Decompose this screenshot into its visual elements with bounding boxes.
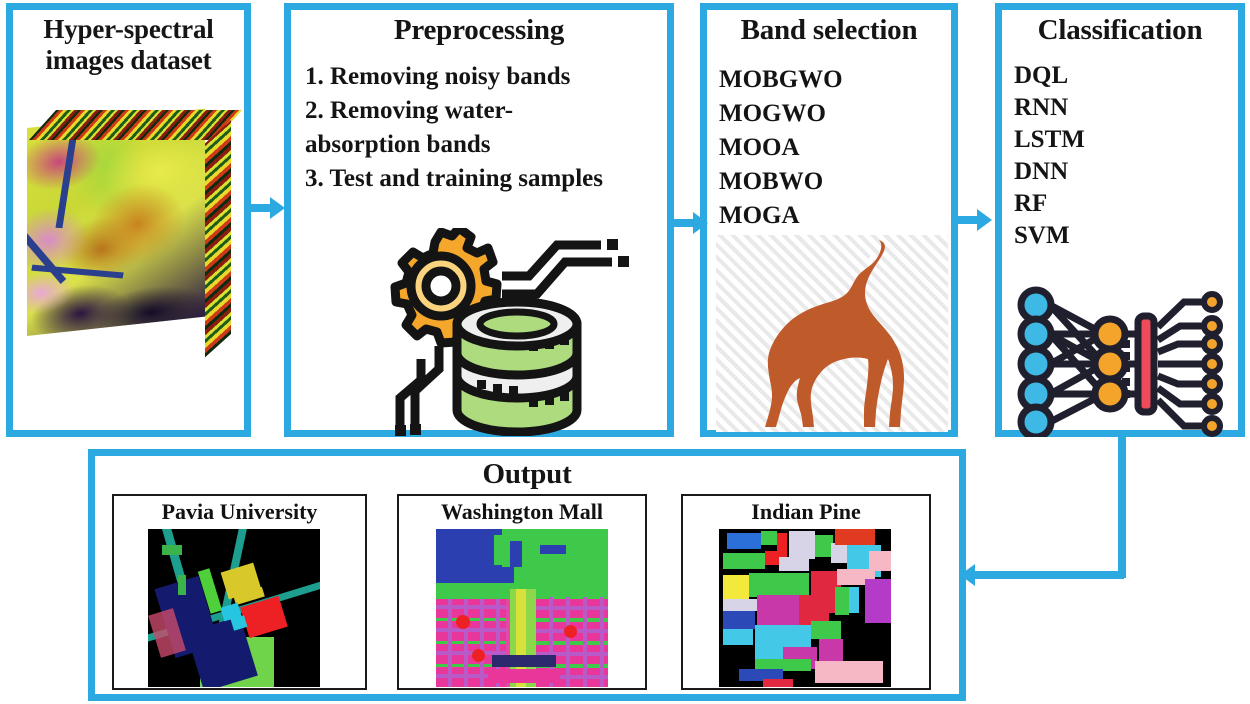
classification-method-5: SVM	[1014, 222, 1070, 249]
washington-mall-classification-map	[436, 529, 608, 687]
classification-method-0: DQL	[1014, 62, 1069, 89]
output-dataset-washington-mall[interactable]: Washington Mall	[397, 494, 647, 690]
panel-preprocessing[interactable]: Preprocessing 1. Removing noisy bands 2.…	[284, 3, 674, 437]
indian-pine-classification-map	[719, 529, 891, 687]
cube-top-spectral-bands	[29, 110, 243, 140]
band-method-3: MOBWO	[719, 168, 824, 195]
panel-dataset-title-line2: images dataset	[45, 45, 212, 75]
classification-method-1: RNN	[1014, 94, 1069, 121]
band-method-4: MOGA	[719, 202, 800, 229]
output-dataset-label-2: Indian Pine	[751, 499, 861, 524]
arrow-band-selection-to-classification	[977, 209, 992, 231]
classification-method-3: DNN	[1014, 158, 1069, 185]
panel-output[interactable]: Output Pavia University	[88, 449, 966, 701]
cube-front-face	[27, 108, 205, 336]
hyperspectral-data-cube	[27, 108, 243, 358]
band-method-1: MOGWO	[719, 100, 826, 127]
panel-band-selection[interactable]: Band selection MOBGWO MOGWO MOOA MOBWO M…	[700, 3, 958, 437]
classification-method-2: LSTM	[1014, 126, 1085, 153]
pavia-university-classification-map	[148, 529, 320, 687]
band-method-0: MOBGWO	[719, 66, 843, 93]
howling-wolf-icon	[765, 240, 904, 427]
preprocessing-step-2: 2. Removing water-	[305, 97, 514, 124]
panel-classification[interactable]: Classification DQL RNN LSTM DNN RF SVM	[995, 3, 1245, 437]
preprocessing-step-2-cont: absorption bands	[305, 131, 491, 158]
output-dataset-pavia-university[interactable]: Pavia University	[112, 494, 367, 690]
panel-dataset[interactable]: Hyper-spectral images dataset	[6, 3, 251, 437]
cube-river	[55, 131, 78, 229]
neural-network-icon	[1017, 286, 1223, 437]
arrow-band-selection-to-classification-line	[958, 216, 980, 224]
arrow-preprocessing-to-band-selection	[693, 212, 708, 234]
classification-to-output-horizontal	[972, 571, 1124, 579]
classification-to-output-vertical	[1118, 437, 1126, 578]
arrow-classification-to-output	[960, 564, 975, 586]
classification-method-4: RF	[1014, 190, 1048, 217]
panel-preprocessing-title: Preprocessing	[393, 14, 565, 46]
arrow-dataset-to-preprocessing	[270, 197, 285, 219]
arrow-preprocessing-to-band-selection-line	[674, 219, 696, 227]
panel-band-selection-title: Band selection	[740, 14, 918, 46]
classification-method-list: DQL RNN LSTM DNN RF SVM	[1014, 60, 1238, 252]
panel-dataset-title: Hyper-spectral images dataset	[13, 14, 244, 76]
gear-database-icon	[390, 228, 629, 436]
panel-dataset-title-line1: Hyper-spectral	[43, 14, 214, 44]
cube-river-lower	[27, 227, 66, 284]
output-dataset-label-1: Washington Mall	[441, 499, 603, 524]
preprocessing-step-list: 1. Removing noisy bands 2. Removing wate…	[305, 60, 667, 196]
band-selection-method-list: MOBGWO MOGWO MOOA MOBWO MOGA	[719, 63, 951, 233]
wolf-icon-backdrop	[716, 235, 948, 432]
band-method-2: MOOA	[719, 134, 800, 161]
output-dataset-label-0: Pavia University	[161, 499, 318, 524]
preprocessing-step-1: 1. Removing noisy bands	[305, 63, 571, 90]
output-dataset-indian-pine[interactable]: Indian Pine	[681, 494, 931, 690]
preprocessing-step-3: 3. Test and training samples	[305, 165, 603, 192]
arrow-dataset-to-preprocessing-line	[251, 204, 273, 212]
panel-output-title: Output	[482, 458, 572, 490]
cube-river-delta	[30, 264, 123, 279]
cube-side-spectral-bands	[205, 120, 231, 358]
panel-classification-title: Classification	[1037, 14, 1203, 46]
